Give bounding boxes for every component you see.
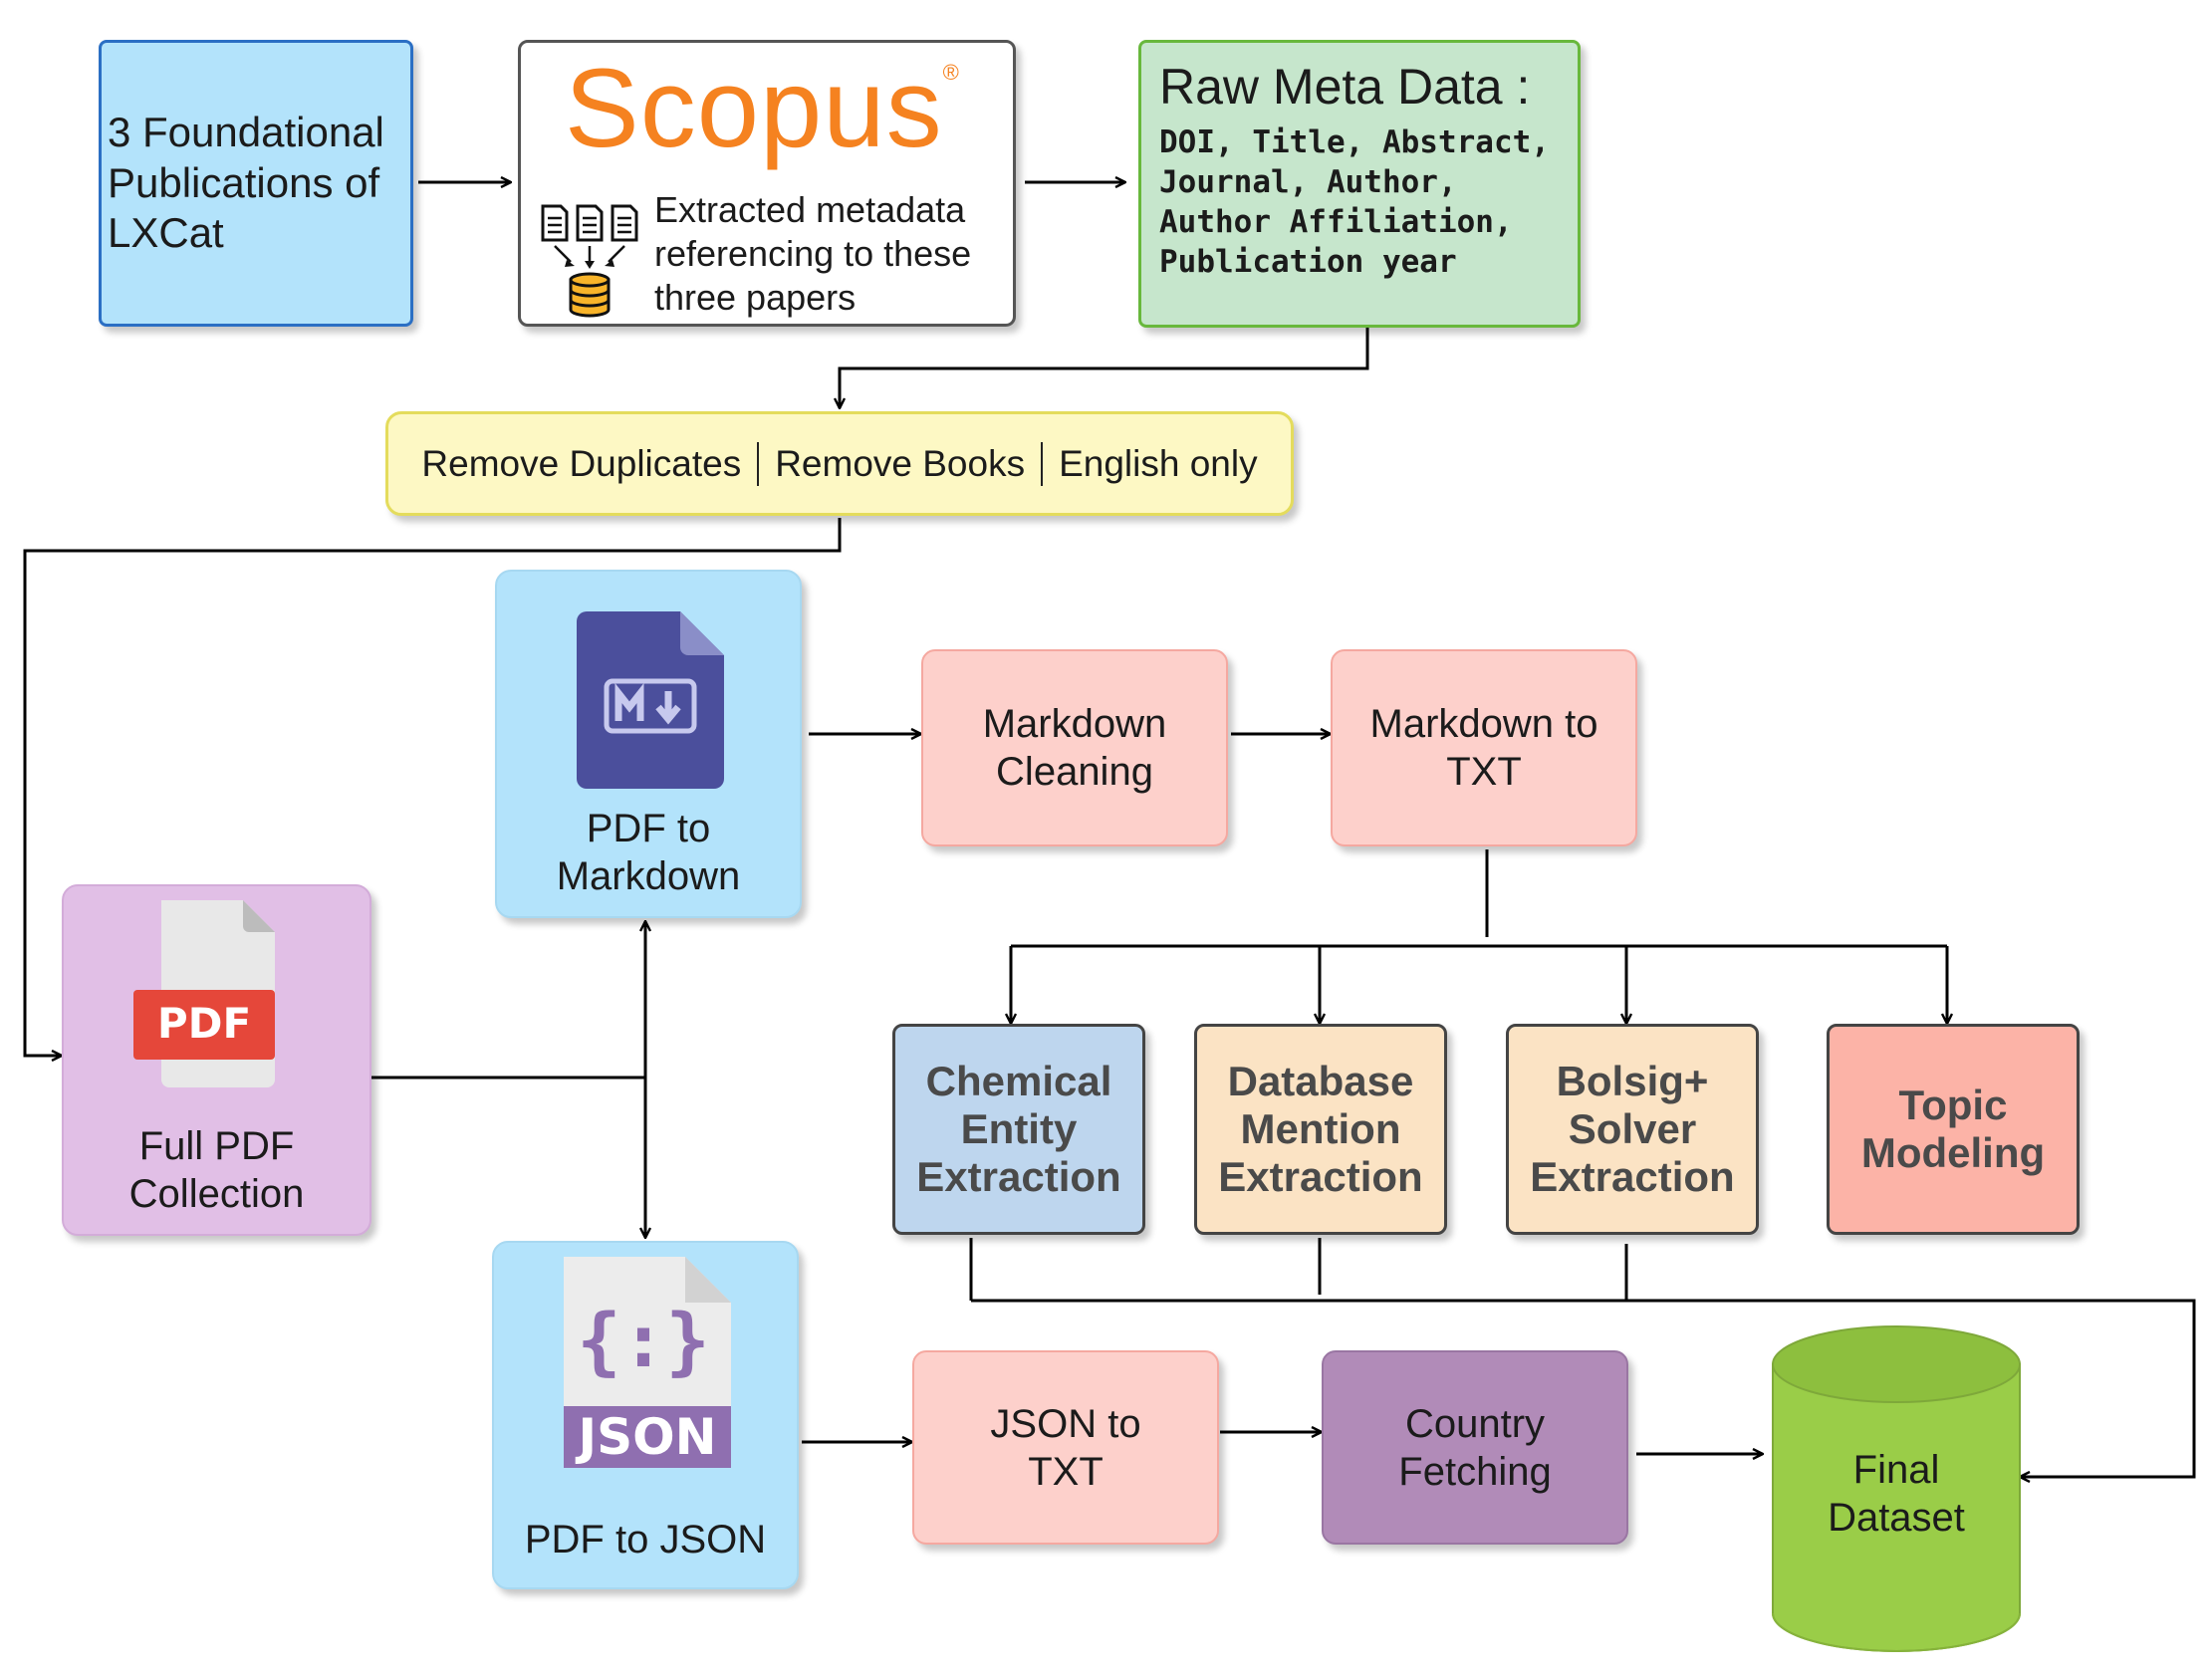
country-fetching-box: Country Fetching <box>1322 1350 1628 1545</box>
db-line-1: Database <box>1227 1057 1414 1104</box>
foundational-line-1: 3 Foundational <box>108 109 384 156</box>
final-dataset-label: Final Dataset <box>1773 1404 2020 1583</box>
chem-line-3: Extraction <box>916 1153 1121 1201</box>
final-dataset-line-1: Final <box>1852 1448 1940 1492</box>
markdown-cleaning-line-2: Cleaning <box>996 750 1153 794</box>
full-pdf-collection-box: PDF Full PDF Collection <box>62 884 371 1236</box>
bolsig-line-1: Bolsig+ <box>1556 1057 1709 1104</box>
filter-remove-duplicates: Remove Duplicates <box>421 442 742 484</box>
scopus-box: Scopus® Extracted metadata referencing t… <box>518 40 1016 327</box>
db-line-3: Extraction <box>1218 1153 1423 1201</box>
raw-meta-title: Raw Meta Data : <box>1159 59 1531 115</box>
database-mention-extraction-box: Database Mention Extraction <box>1194 1024 1447 1235</box>
filter-remove-books: Remove Books <box>775 442 1026 484</box>
scopus-caption: Extracted metadata referencing to these … <box>654 189 972 318</box>
bolsig-solver-extraction-box: Bolsig+ Solver Extraction <box>1506 1024 1759 1235</box>
json-to-txt-line-2: TXT <box>1028 1449 1104 1494</box>
filter-separator <box>757 441 760 486</box>
markdown-to-txt-box: Markdown to TXT <box>1331 649 1637 846</box>
chemical-entity-extraction-box: Chemical Entity Extraction <box>892 1024 1145 1235</box>
svg-text:JSON: JSON <box>576 1408 717 1466</box>
foundational-publications-box: 3 Foundational Publications of LXCat <box>99 40 413 327</box>
foundational-line-2: Publications of <box>108 158 380 206</box>
country-fetching-line-1: Country <box>1404 1401 1546 1446</box>
full-pdf-line-2: Collection <box>128 1172 305 1216</box>
topic-modeling-box: Topic Modeling <box>1827 1024 2080 1235</box>
full-pdf-line-1: Full PDF <box>138 1124 295 1168</box>
pdf-to-json-box: {:} JSON PDF to JSON <box>492 1241 799 1589</box>
pdf-to-markdown-box: PDF to Markdown <box>495 570 802 918</box>
pdf-to-markdown-line-1: PDF to <box>586 807 711 850</box>
arrow-extraction-bus-to-final <box>971 1299 2196 1477</box>
svg-text:{:}: {:} <box>577 1299 710 1384</box>
raw-meta-field-1: DOI, Title, Abstract, <box>1159 124 1550 160</box>
country-fetching-line-2: Fetching <box>1398 1449 1552 1494</box>
svg-text:PDF: PDF <box>157 999 251 1048</box>
foundational-line-3: LXCat <box>108 209 224 257</box>
topic-line-2: Modeling <box>1860 1129 2046 1176</box>
raw-meta-field-3: Author Affiliation, <box>1159 204 1513 240</box>
raw-meta-field-2: Journal, Author, <box>1159 164 1457 200</box>
pdf-file-icon: PDF <box>133 900 275 1087</box>
filter-separator <box>1041 441 1044 486</box>
scopus-logo: Scopus® <box>565 46 960 170</box>
documents-to-database-icon <box>541 204 638 318</box>
final-dataset-line-2: Dataset <box>1828 1496 1965 1540</box>
final-dataset-cylinder <box>1772 1325 2021 1652</box>
markdown-to-txt-line-2: TXT <box>1446 750 1522 794</box>
filter-bar: Remove Duplicates Remove Books English o… <box>385 411 1294 516</box>
markdown-file-icon <box>577 611 724 789</box>
markdown-cleaning-box: Markdown Cleaning <box>921 649 1228 846</box>
raw-meta-data-box: Raw Meta Data : DOI, Title, Abstract, Jo… <box>1138 40 1581 328</box>
json-to-txt-box: JSON to TXT <box>912 1350 1219 1545</box>
db-line-2: Mention <box>1240 1104 1401 1152</box>
chem-line-2: Entity <box>960 1104 1078 1152</box>
markdown-to-txt-line-1: Markdown to <box>1369 702 1598 746</box>
markdown-cleaning-line-1: Markdown <box>982 702 1167 746</box>
bolsig-line-2: Solver <box>1568 1104 1697 1152</box>
raw-meta-field-4: Publication year <box>1159 244 1457 280</box>
topic-line-1: Topic <box>1898 1080 2008 1128</box>
arrow-filter-to-fullpdf <box>23 518 842 1056</box>
bolsig-line-3: Extraction <box>1530 1153 1735 1201</box>
pdf-to-json-line-1: PDF to JSON <box>524 1518 767 1561</box>
pdf-to-markdown-line-2: Markdown <box>556 854 741 898</box>
filter-english-only: English only <box>1059 442 1258 484</box>
chem-line-1: Chemical <box>925 1057 1112 1104</box>
json-file-icon: {:} JSON <box>564 1257 731 1468</box>
json-to-txt-line-1: JSON to <box>990 1401 1141 1446</box>
arrow-rawmeta-to-filter <box>840 328 1369 408</box>
